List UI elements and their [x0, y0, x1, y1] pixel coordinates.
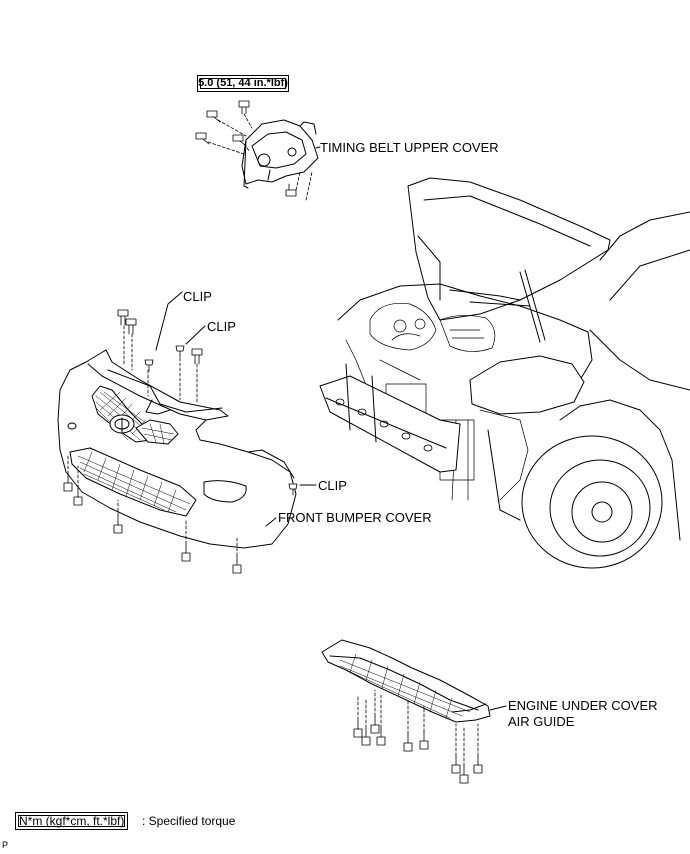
leader-lines [155, 146, 507, 711]
engine-under-cover-air-guide [321, 639, 491, 723]
front-bumper-cover [57, 349, 297, 549]
bolt-icon [206, 110, 221, 123]
clip-icon [175, 345, 185, 358]
clip-label-upper: CLIP [183, 289, 212, 304]
timing-cover-bolts [195, 100, 313, 201]
torque-unit-legend-box: N*m (kgf*cm, ft.*lbf) [15, 812, 129, 830]
screw-icon [403, 733, 413, 752]
bolt-icon [195, 132, 210, 145]
vehicle-front [319, 177, 690, 569]
under-cover-fasteners [353, 689, 483, 784]
torque-spec-box: 5.0 (51, 44 in.*lbf) [197, 75, 289, 92]
clip-icon [144, 359, 154, 372]
screw-icon [117, 309, 129, 326]
screw-icon [419, 731, 429, 750]
screw-icon [113, 515, 123, 534]
screw-icon [473, 755, 483, 774]
screw-icon [125, 318, 137, 335]
clip-icon [288, 483, 298, 496]
screw-icon [361, 727, 371, 746]
screw-icon [459, 765, 469, 784]
bumper-fasteners [63, 309, 298, 574]
screw-icon [451, 755, 461, 774]
air-guide-label: AIR GUIDE [508, 714, 575, 729]
page-code: P [2, 840, 9, 850]
screw-icon [181, 543, 191, 562]
screw-icon [370, 715, 380, 734]
screw-icon [232, 555, 242, 574]
bolt-icon [285, 183, 297, 197]
screw-icon [63, 473, 73, 492]
clip-label-right: CLIP [318, 478, 347, 493]
torque-legend-description: : Specified torque [142, 814, 236, 828]
screw-icon [376, 727, 386, 746]
screw-icon [191, 348, 203, 365]
screw-icon [353, 719, 363, 738]
engine-under-cover-label: ENGINE UNDER COVER [508, 698, 658, 713]
front-bumper-cover-label: FRONT BUMPER COVER [278, 510, 432, 525]
timing-belt-upper-cover [241, 119, 319, 189]
timing-belt-upper-cover-label: TIMING BELT UPPER COVER [320, 140, 499, 155]
screw-icon [73, 487, 83, 506]
bolt-icon [238, 100, 250, 115]
clip-label-middle: CLIP [207, 319, 236, 334]
